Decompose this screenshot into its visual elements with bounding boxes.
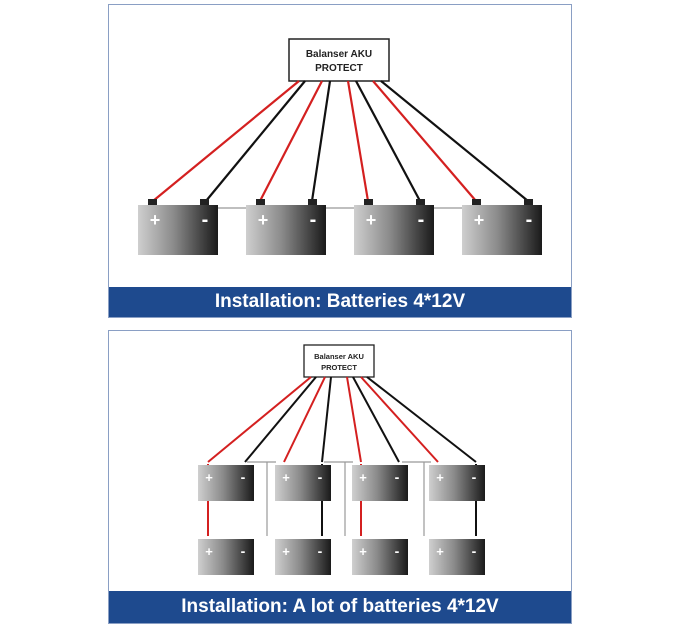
positive-wire: [346, 376, 362, 463]
balancer-device-label-line1: Balanser AKU: [306, 49, 372, 60]
minus-sign: -: [418, 209, 425, 231]
negative-terminal: [416, 199, 425, 205]
series-links: [247, 461, 431, 536]
positive-terminal: [148, 199, 157, 205]
positive-wire: [346, 80, 370, 202]
minus-sign: -: [241, 543, 246, 559]
negative-wire: [366, 376, 477, 463]
balancer-device-label-line1: Balanser AKU: [314, 352, 364, 361]
minus-sign: -: [310, 209, 317, 231]
minus-sign: -: [202, 209, 209, 231]
negative-terminal: [524, 199, 533, 205]
minus-sign: -: [318, 543, 323, 559]
battery: + -: [138, 199, 218, 255]
caption-banner: Installation: A lot of batteries 4*12V: [109, 591, 571, 623]
negative-wire: [352, 376, 400, 463]
balancer-device-box: [288, 38, 390, 82]
balancer-device-label-line2: PROTECT: [315, 63, 363, 74]
minus-sign: -: [395, 543, 400, 559]
negative-wire: [244, 376, 317, 463]
positive-terminal: [472, 199, 481, 205]
negative-wire: [205, 80, 306, 202]
diagram-panel-4-batteries: Balanser AKU PROTECT + -: [108, 4, 572, 318]
battery: + -: [429, 465, 485, 501]
caption-banner: Installation: Batteries 4*12V: [109, 287, 571, 317]
battery: + -: [352, 539, 408, 575]
minus-sign: -: [472, 469, 477, 485]
plus-sign: +: [474, 210, 485, 230]
battery: + -: [354, 199, 434, 255]
plus-sign: +: [258, 210, 269, 230]
positive-wire: [283, 376, 326, 463]
battery: + -: [275, 465, 331, 501]
minus-sign: -: [472, 543, 477, 559]
battery: + -: [429, 539, 485, 575]
minus-sign: -: [318, 469, 323, 485]
plus-sign: +: [436, 544, 444, 559]
negative-wire: [355, 80, 421, 202]
negative-wire: [321, 376, 332, 463]
battery: + -: [246, 199, 326, 255]
battery: + -: [352, 465, 408, 501]
wire-group: [152, 80, 529, 202]
minus-sign: -: [526, 209, 533, 231]
balancer-device-label-line2: PROTECT: [321, 363, 357, 372]
plus-sign: +: [205, 544, 213, 559]
wire-group: [207, 376, 477, 463]
minus-sign: -: [395, 469, 400, 485]
wiring-diagram-2: Balanser AKU PROTECT: [198, 344, 485, 575]
positive-wire: [372, 80, 477, 202]
battery: + -: [198, 465, 254, 501]
plus-sign: +: [205, 470, 213, 485]
positive-wire: [207, 376, 312, 463]
minus-sign: -: [241, 469, 246, 485]
plus-sign: +: [150, 210, 161, 230]
balancer-device-box: [303, 344, 375, 378]
plus-sign: +: [366, 210, 377, 230]
battery: + -: [198, 539, 254, 575]
plus-sign: +: [359, 470, 367, 485]
negative-terminal: [308, 199, 317, 205]
positive-wire: [360, 376, 439, 463]
plus-sign: +: [282, 470, 290, 485]
positive-terminal: [364, 199, 373, 205]
battery: + -: [462, 199, 542, 255]
negative-wire: [310, 80, 332, 202]
plus-sign: +: [282, 544, 290, 559]
wiring-diagram-1: Balanser AKU PROTECT + -: [138, 38, 542, 255]
plus-sign: +: [436, 470, 444, 485]
battery: + -: [275, 539, 331, 575]
positive-terminal: [256, 199, 265, 205]
positive-wire: [152, 80, 300, 202]
negative-wire: [380, 80, 529, 202]
positive-wire: [259, 80, 323, 202]
diagram-panel-many-batteries: Balanser AKU PROTECT: [108, 330, 572, 624]
plus-sign: +: [359, 544, 367, 559]
negative-terminal: [200, 199, 209, 205]
